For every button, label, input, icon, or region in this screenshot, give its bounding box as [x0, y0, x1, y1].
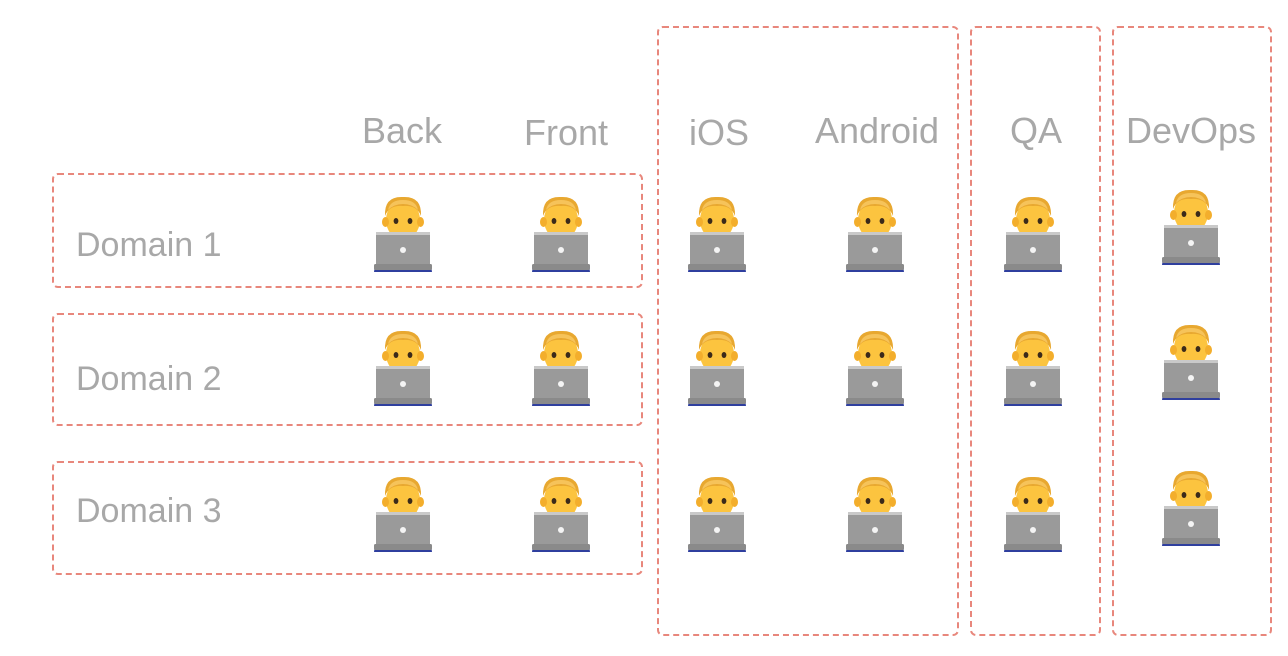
technologist-man-icon — [688, 330, 746, 406]
technologist-man-icon — [1162, 189, 1220, 265]
technologist-man-icon — [846, 196, 904, 272]
qa-group — [970, 26, 1101, 636]
technologist-man-icon — [374, 196, 432, 272]
row-label-domain-3: Domain 3 — [76, 492, 222, 530]
technologist-man-icon — [532, 476, 590, 552]
technologist-man-icon — [1004, 476, 1062, 552]
technologist-man-icon — [374, 476, 432, 552]
devops-group — [1112, 26, 1272, 636]
technologist-man-icon — [532, 196, 590, 272]
column-header-qa: QA — [1009, 110, 1063, 151]
row-label-domain-2: Domain 2 — [76, 360, 222, 398]
domain-1-group — [52, 173, 643, 288]
technologist-man-icon — [374, 330, 432, 406]
technologist-man-icon — [846, 476, 904, 552]
row-label-domain-1: Domain 1 — [76, 226, 222, 264]
column-header-android: Android — [814, 110, 940, 151]
technologist-man-icon — [1004, 330, 1062, 406]
technologist-man-icon — [688, 196, 746, 272]
column-header-back: Back — [361, 110, 443, 151]
domain-2-group — [52, 313, 643, 426]
column-header-ios: iOS — [688, 112, 750, 153]
column-header-front: Front — [523, 112, 609, 153]
column-header-devops: DevOps — [1125, 110, 1257, 151]
technologist-man-icon — [1162, 470, 1220, 546]
technologist-man-icon — [688, 476, 746, 552]
technologist-man-icon — [1004, 196, 1062, 272]
technologist-man-icon — [1162, 324, 1220, 400]
technologist-man-icon — [846, 330, 904, 406]
mobile-group — [657, 26, 959, 636]
technologist-man-icon — [532, 330, 590, 406]
domain-3-group — [52, 461, 643, 575]
